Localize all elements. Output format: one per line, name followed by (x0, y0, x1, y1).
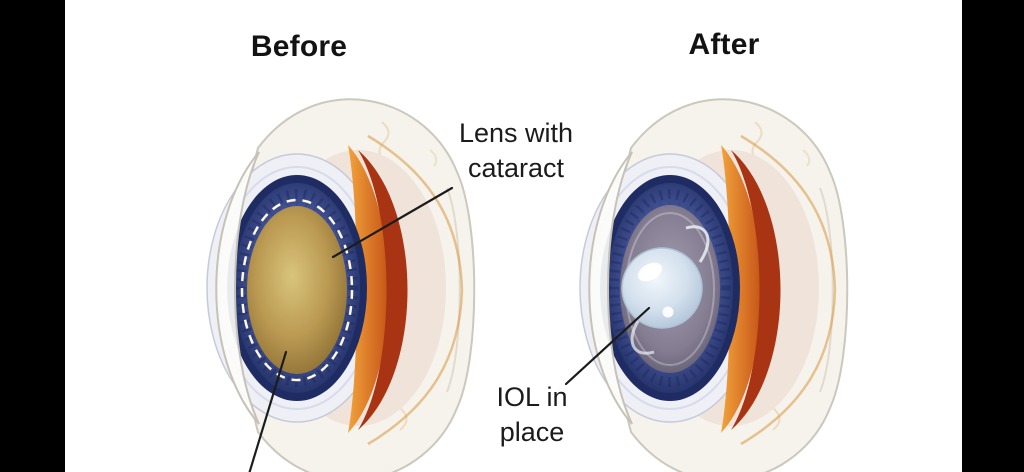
leader-line-bottom-cutoff (248, 350, 288, 472)
iol-haptic (685, 225, 710, 263)
letterbox-left-bar (0, 0, 65, 472)
letterbox-right-bar (962, 0, 1024, 472)
iol-lens (620, 205, 720, 373)
iol-in-place-label: IOL in place (496, 382, 568, 448)
iol-highlight-dot (662, 306, 674, 318)
annotation-lines (248, 186, 651, 472)
before-title: Before (250, 30, 348, 63)
iol-haptic (630, 317, 655, 355)
iol-highlight (637, 262, 663, 282)
cataract-lens (240, 198, 354, 382)
after-title: After (688, 28, 760, 61)
lens-with-cataract-label: Lens with cataract (458, 118, 574, 184)
leader-line-iol (564, 306, 651, 386)
iol-optic (621, 247, 703, 329)
leader-line-lens-cataract (331, 186, 454, 259)
